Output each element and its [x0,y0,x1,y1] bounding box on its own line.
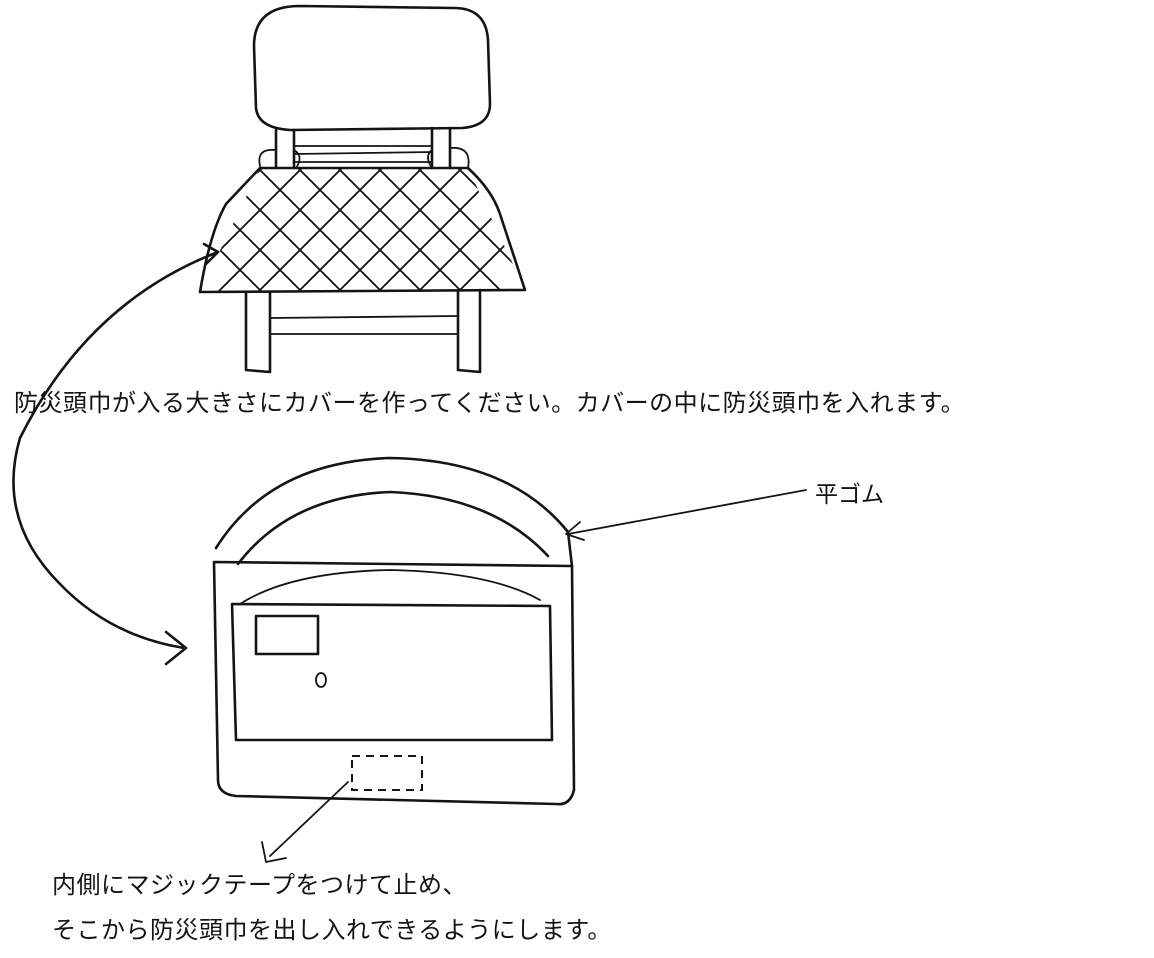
cover-bag-body [212,560,576,806]
velcro-patch [351,755,423,791]
chair-back-post-right [430,126,452,170]
name-tag [254,614,320,656]
cover-bag-illustration [212,456,576,806]
connector-arrowhead [164,630,188,666]
seat-cover-quilting [200,168,525,292]
main-instruction-caption: 防災頭巾が入る大きさにカバーを作ってください。カバーの中に防災頭巾を入れます。 [14,389,966,417]
elastic-band-inner [236,490,550,566]
chair-leg-right [456,288,482,374]
chair-stretcher [269,315,459,335]
velcro-note-line-2: そこから防災頭巾を出し入れできるようにします。 [52,916,612,944]
velcro-note-line-1: 内側にマジックテープをつけて止め、 [52,871,468,899]
chair-backrest [252,4,492,132]
elastic-band-label: 平ゴム [815,482,884,508]
elastic-loop-right [427,146,470,169]
chair-back-rail [293,145,433,163]
chair-back-post-left [274,128,296,170]
snap-button [315,672,327,688]
elastic-band-outer [214,456,574,568]
chair-illustration [198,4,527,374]
seat-cover [198,166,527,294]
hood-top [239,569,541,605]
chair-leg-left [244,290,272,374]
hood-panel [230,602,554,742]
elastic-loop-left [258,148,301,169]
velcro-pointer-arrow [261,781,349,863]
connector-arrow [12,242,220,666]
elastic-pointer-arrow [565,489,807,541]
